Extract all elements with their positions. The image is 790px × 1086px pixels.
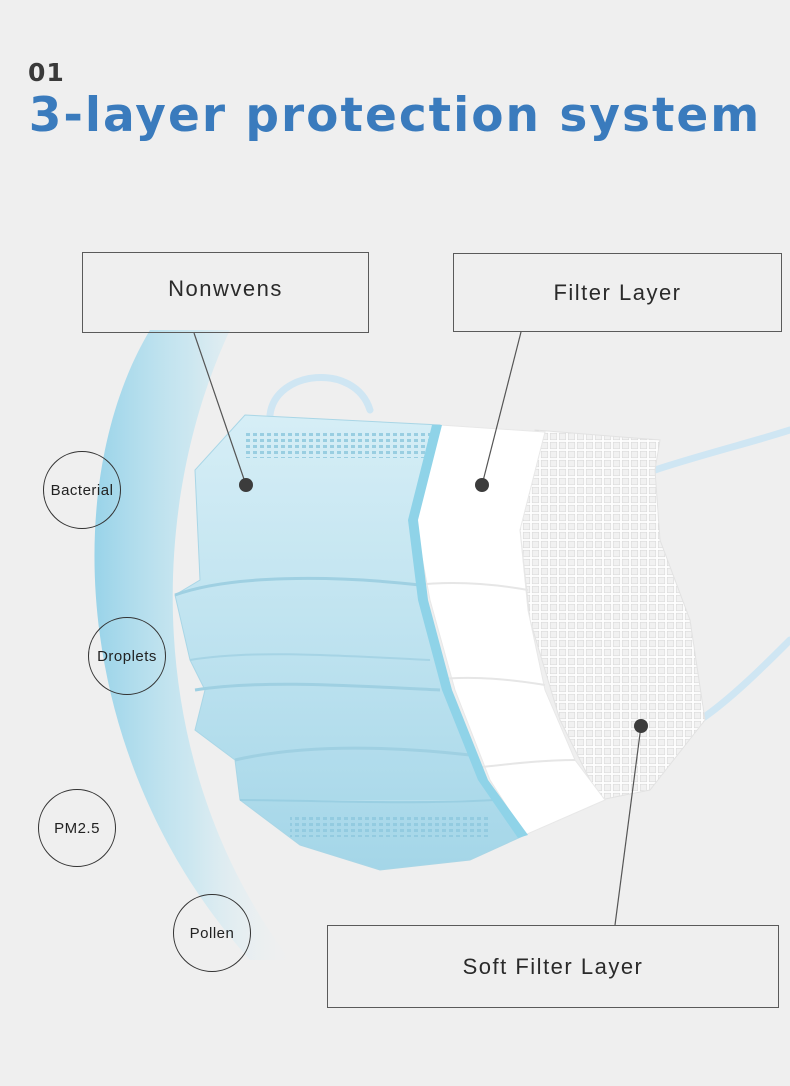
callout-soft-filter-layer-label: Soft Filter Layer	[462, 953, 644, 979]
callout-filter-layer: Filter Layer	[453, 253, 782, 332]
callout-filter-layer-label: Filter Layer	[553, 279, 682, 305]
ear-loop-top	[266, 374, 374, 419]
protective-shield	[94, 330, 290, 960]
callout-nonwovens: Nonwvens	[82, 252, 369, 333]
marker-dot-nonwovens	[239, 478, 253, 492]
stitch-band-bottom	[290, 815, 490, 837]
leader-line-nonwovens	[193, 332, 247, 486]
particle-label: PM2.5	[54, 819, 100, 837]
ear-loop-right-lower	[696, 636, 790, 724]
ear-loop-right-upper	[651, 426, 790, 474]
particle-pm25: PM2.5	[38, 789, 116, 867]
stitch-band-top	[245, 430, 435, 458]
filter-layer	[414, 424, 606, 836]
callout-soft-filter-layer: Soft Filter Layer	[327, 925, 779, 1008]
particle-label: Pollen	[189, 924, 235, 942]
soft-filter-layer	[519, 429, 706, 801]
marker-dot-filter	[475, 478, 489, 492]
leader-line-soft	[614, 725, 642, 926]
particle-bacterial: Bacterial	[43, 451, 121, 529]
particle-label: Droplets	[97, 647, 157, 665]
marker-dot-soft	[634, 719, 648, 733]
particle-pollen: Pollen	[173, 894, 251, 972]
page-title: 3-layer protection system	[28, 88, 762, 143]
section-number: 01	[28, 58, 65, 87]
particle-label: Bacterial	[50, 481, 114, 499]
callout-nonwovens-label: Nonwvens	[168, 275, 283, 301]
leader-line-filter	[481, 331, 522, 486]
particle-droplets: Droplets	[88, 617, 166, 695]
